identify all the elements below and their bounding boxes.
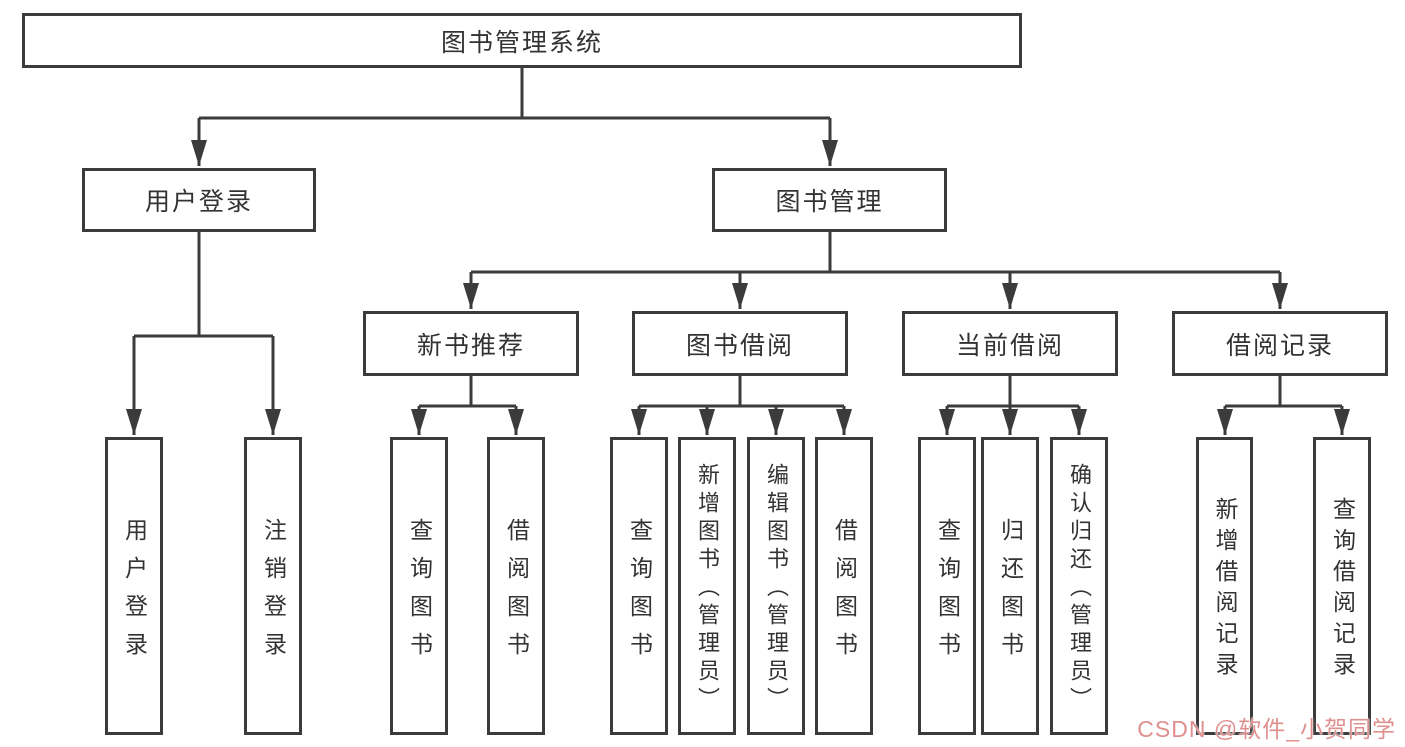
node-current-borrowing-label: 当前借阅 xyxy=(955,331,1064,360)
node-user-login-label: 用户登录 xyxy=(144,188,253,216)
csdn-watermark: CSDN @软件_小贺同学 xyxy=(1137,716,1396,742)
leaf-edit-books-admin: 编辑图书（管理员） xyxy=(747,437,805,735)
node-current-borrowing: 当前借阅 xyxy=(902,311,1118,376)
node-book-borrowing: 图书借阅 xyxy=(632,311,848,376)
leaf-query-books-recommend: 查询图书 xyxy=(390,437,448,735)
leaf-add-books-admin: 新增图书（管理员） xyxy=(678,437,736,735)
leaf-user-login: 用户登录 xyxy=(105,437,163,735)
leaf-query-books-borrowing: 查询图书 xyxy=(610,437,668,735)
leaf-query-borrow-record: 查询借阅记录 xyxy=(1313,437,1371,735)
node-root-system: 图书管理系统 xyxy=(22,13,1022,68)
node-new-book-recommend-label: 新书推荐 xyxy=(416,331,525,360)
leaf-query-books-borrowing-label: 查询图书 xyxy=(626,517,653,670)
leaf-add-borrow-record-label: 新增借阅记录 xyxy=(1212,497,1238,683)
leaf-user-login-label: 用户登录 xyxy=(121,517,148,670)
leaf-logout: 注销登录 xyxy=(244,437,302,735)
leaf-add-books-admin-label: 新增图书（管理员） xyxy=(695,463,720,715)
leaf-return-books: 归还图书 xyxy=(981,437,1039,735)
leaf-borrow-books-recommend: 借阅图书 xyxy=(487,437,545,735)
leaf-borrow-books-borrowing: 借阅图书 xyxy=(815,437,873,735)
leaf-borrow-books-recommend-label: 借阅图书 xyxy=(503,517,530,670)
leaf-query-books-current: 查询图书 xyxy=(918,437,976,735)
node-root-system-label: 图书管理系统 xyxy=(440,28,603,57)
node-new-book-recommend: 新书推荐 xyxy=(363,311,579,376)
node-book-borrowing-label: 图书借阅 xyxy=(685,331,794,360)
leaf-borrow-books-borrowing-label: 借阅图书 xyxy=(831,517,858,670)
node-user-login: 用户登录 xyxy=(82,168,316,232)
leaf-confirm-return-admin-label: 确认归还（管理员） xyxy=(1067,463,1092,715)
leaf-edit-books-admin-label: 编辑图书（管理员） xyxy=(764,463,789,715)
node-book-management: 图书管理 xyxy=(712,168,947,232)
node-borrowing-records-label: 借阅记录 xyxy=(1225,331,1334,360)
node-borrowing-records: 借阅记录 xyxy=(1172,311,1388,376)
leaf-add-borrow-record: 新增借阅记录 xyxy=(1196,437,1253,735)
leaf-query-books-recommend-label: 查询图书 xyxy=(406,517,433,670)
leaf-return-books-label: 归还图书 xyxy=(997,517,1024,670)
leaf-query-books-current-label: 查询图书 xyxy=(934,517,961,670)
node-book-management-label: 图书管理 xyxy=(775,188,884,216)
leaf-confirm-return-admin: 确认归还（管理员） xyxy=(1050,437,1108,735)
leaf-logout-label: 注销登录 xyxy=(260,517,287,670)
leaf-query-borrow-record-label: 查询借阅记录 xyxy=(1329,497,1356,683)
